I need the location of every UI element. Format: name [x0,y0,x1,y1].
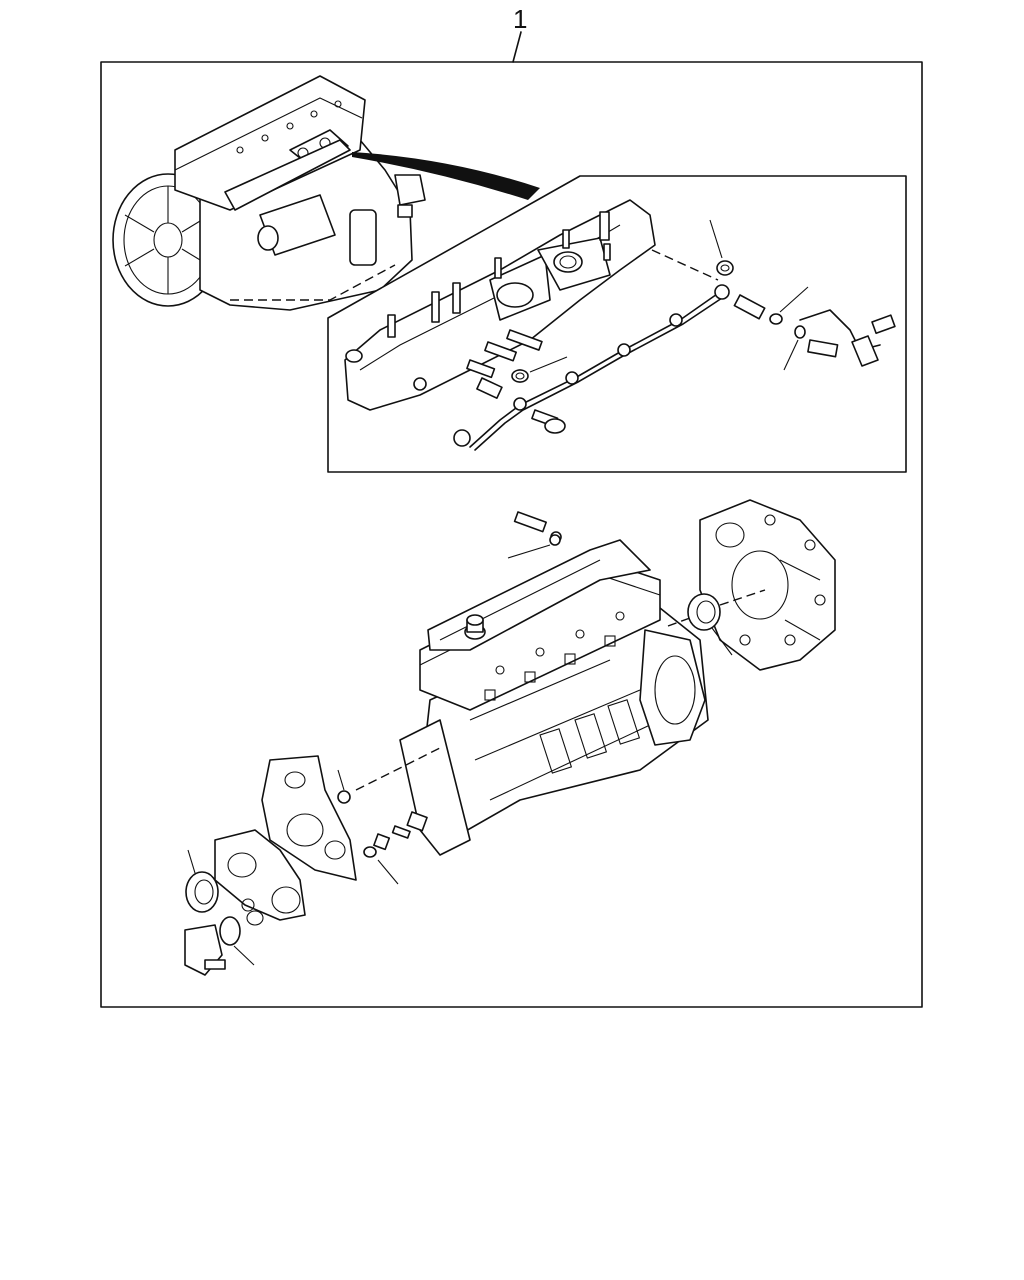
manifold-alignment-line [651,249,719,281]
o-ring-top-leader [507,544,551,559]
callout-leader [512,31,522,63]
asterisk-icon [732,658,748,674]
asterisk-icon [392,883,408,899]
exhaust-manifold-illustration [344,199,656,411]
asterisk-icon [483,555,499,571]
front-oil-seal [185,871,219,913]
engine-block-illustration [399,511,709,856]
asterisk-icon [253,966,269,982]
kit-frame [100,61,923,1008]
detail-pointer-arrow [352,152,540,200]
complete-engine-illustration [112,75,426,311]
timing-cover-illustration [214,829,306,921]
boost-sensor-pipe-illustration [453,260,896,451]
o-ring-center [363,846,377,858]
asterisk-icon [330,753,346,769]
flywheel-housing-illustration [687,499,836,671]
o-ring-lower [219,916,241,946]
rear-seal-leader [711,627,733,656]
housing-alignment-line [719,589,766,606]
detail-inset-frame [327,175,907,473]
front-alignment-line [355,747,441,791]
o-ring-gasket [337,790,351,804]
asterisk-icon [175,835,191,851]
front-gasket-illustration [261,755,357,881]
callout-number: 1 [513,4,527,34]
seal-alignment-line [667,617,691,627]
o-ring-top [549,534,561,546]
